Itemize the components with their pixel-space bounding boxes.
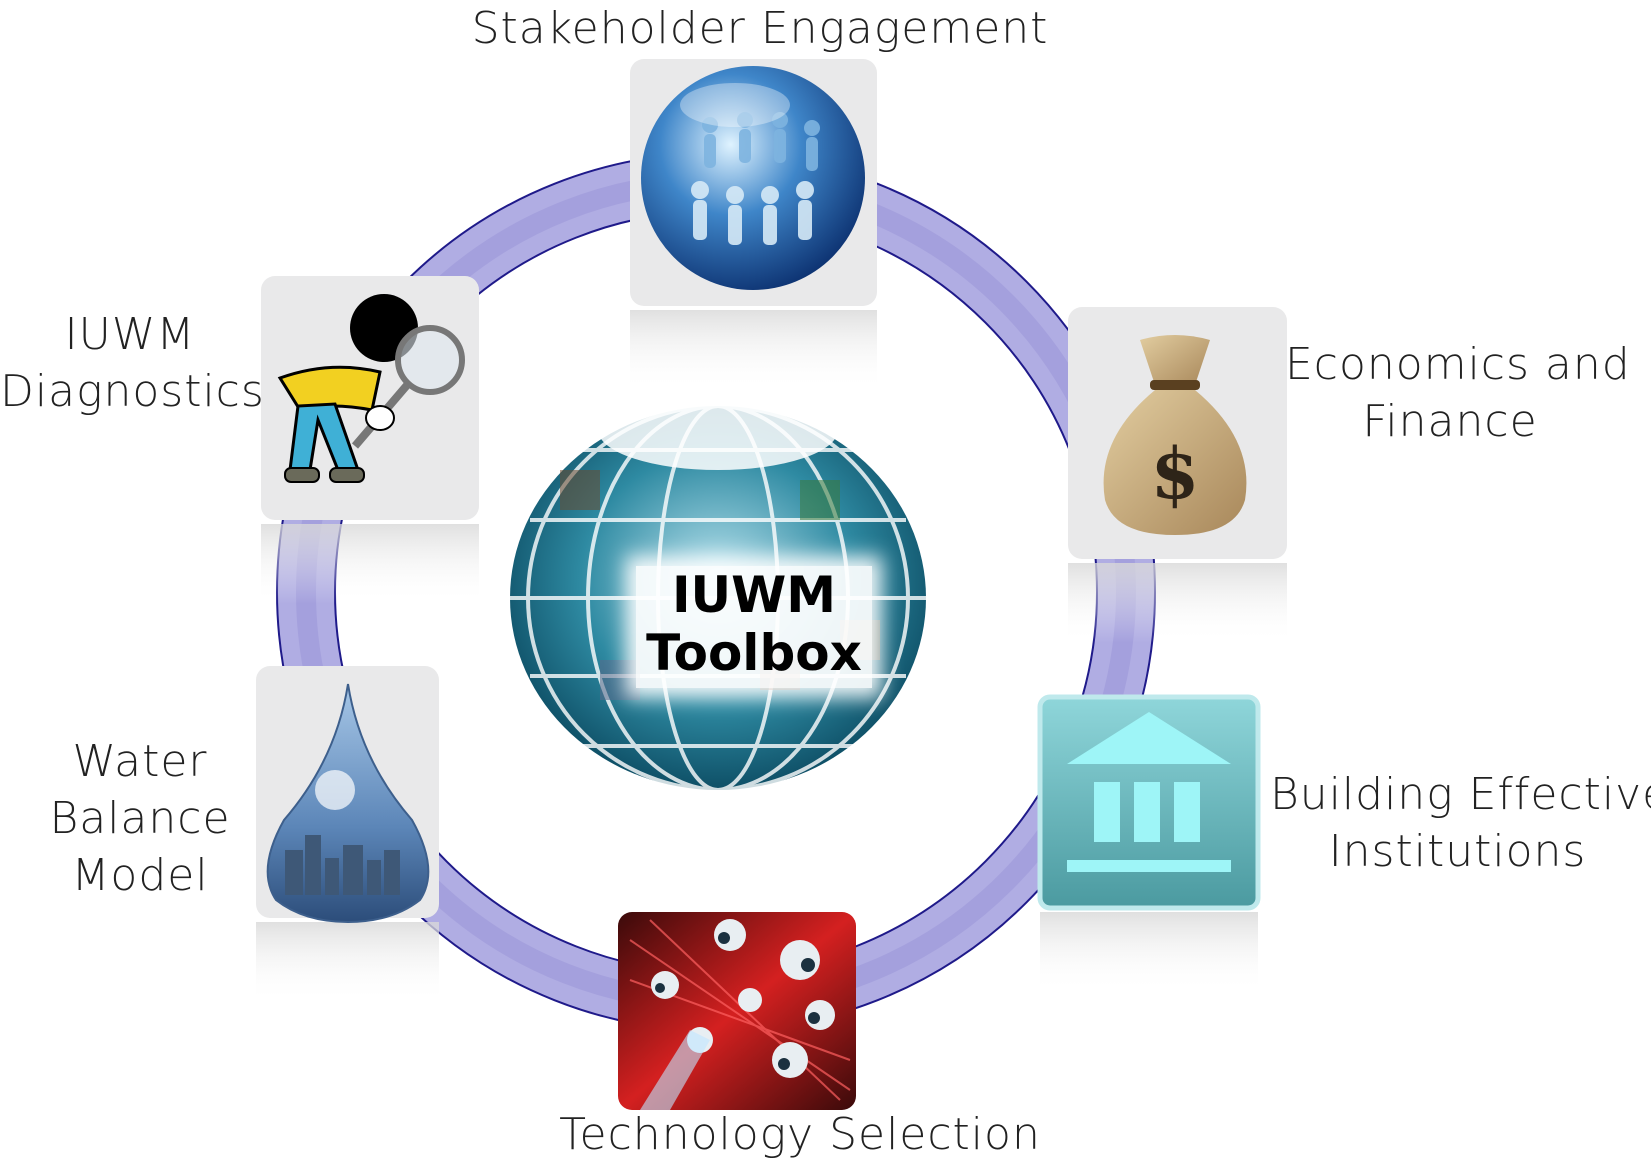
label-economics-finance: Economics and Finance xyxy=(1285,339,1631,447)
center-title-line-2: Toolbox xyxy=(646,624,862,682)
svg-text:$: $ xyxy=(1151,432,1200,515)
people-globe-icon xyxy=(641,66,865,290)
stakeholder-tile[interactable] xyxy=(630,59,877,390)
institutions-tile[interactable] xyxy=(1037,694,1261,992)
water-drop-city-icon xyxy=(266,683,430,924)
label-technology-selection: Technology Selection xyxy=(559,1109,1041,1160)
center-title-line-1: IUWM xyxy=(671,566,837,624)
center-title: IUWM Toolbox xyxy=(636,566,872,682)
label-water-balance-model: Water Balance Model xyxy=(49,736,231,901)
label-iuwm-diagnostics: IUWM Diagnostics xyxy=(0,309,265,417)
economics-tile[interactable]: $ xyxy=(1068,307,1287,643)
water-balance-tile[interactable] xyxy=(256,666,439,1002)
money-bag-icon: $ xyxy=(1103,335,1247,535)
center-title-backdrop xyxy=(636,566,872,688)
nanotube-molecules-icon xyxy=(629,919,851,1110)
label-building-effective-institutions: Building Effective Institutions xyxy=(1270,769,1651,877)
diagnostics-tile[interactable] xyxy=(261,276,479,604)
magnifying-glass-inspector-icon xyxy=(277,294,465,483)
bank-building-icon xyxy=(1067,712,1231,872)
label-stakeholder-engagement: Stakeholder Engagement xyxy=(471,3,1049,54)
technology-tile[interactable] xyxy=(618,912,856,1110)
